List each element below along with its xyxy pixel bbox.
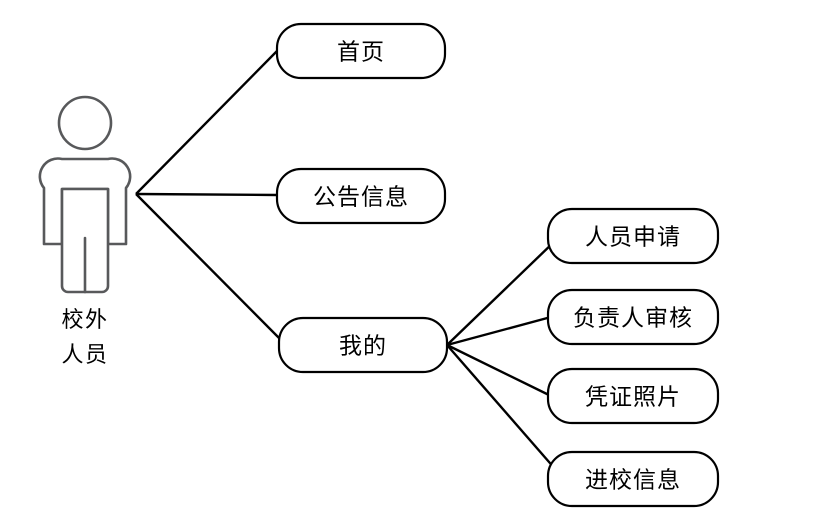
actor-label-line1: 校外 [61, 307, 108, 332]
actor-torso-arms [38, 157, 132, 246]
node-home-label: 首页 [337, 40, 385, 65]
edge-actor-to-home [135, 50, 278, 195]
node-manager-review[interactable]: 负责人审核 [546, 288, 720, 346]
edge-actor-to-mine [135, 193, 282, 341]
connector-group-actor [135, 50, 282, 341]
node-mine-label: 我的 [339, 334, 387, 359]
connector-group-mine [446, 239, 557, 471]
node-entry-information[interactable]: 进校信息 [546, 450, 720, 508]
node-announcement-shape[interactable] [275, 167, 447, 225]
node-announcement-label: 公告信息 [313, 185, 409, 210]
node-personnel-application-label: 人员申请 [585, 225, 681, 250]
edge-mine-to-personnel-application [446, 239, 557, 346]
node-personnel-application[interactable]: 人员申请 [546, 207, 720, 265]
node-manager-review-label: 负责人审核 [573, 306, 693, 331]
node-home[interactable]: 首页 [275, 22, 447, 80]
node-mine-shape[interactable] [277, 316, 449, 374]
node-entry-information-shape[interactable] [546, 450, 720, 508]
actor-head-icon [57, 95, 113, 151]
node-mine[interactable]: 我的 [277, 316, 449, 374]
node-credential-photo-shape[interactable] [546, 367, 720, 425]
node-home-shape[interactable] [275, 22, 447, 80]
node-entry-information-label: 进校信息 [585, 468, 681, 493]
node-credential-photo[interactable]: 凭证照片 [546, 367, 720, 425]
node-personnel-application-shape[interactable] [546, 207, 720, 265]
node-manager-review-shape[interactable] [546, 288, 720, 346]
edge-mine-to-credential-photo [446, 343, 552, 398]
edge-mine-to-entry-information [446, 344, 557, 471]
node-announcement[interactable]: 公告信息 [275, 167, 447, 225]
actor-label-line2: 人员 [61, 342, 108, 367]
actor-figure: 校外 人员 [38, 95, 132, 367]
node-credential-photo-label: 凭证照片 [585, 385, 681, 410]
edge-actor-to-announcement [135, 192, 278, 197]
edge-mine-to-manager-review [446, 315, 552, 347]
